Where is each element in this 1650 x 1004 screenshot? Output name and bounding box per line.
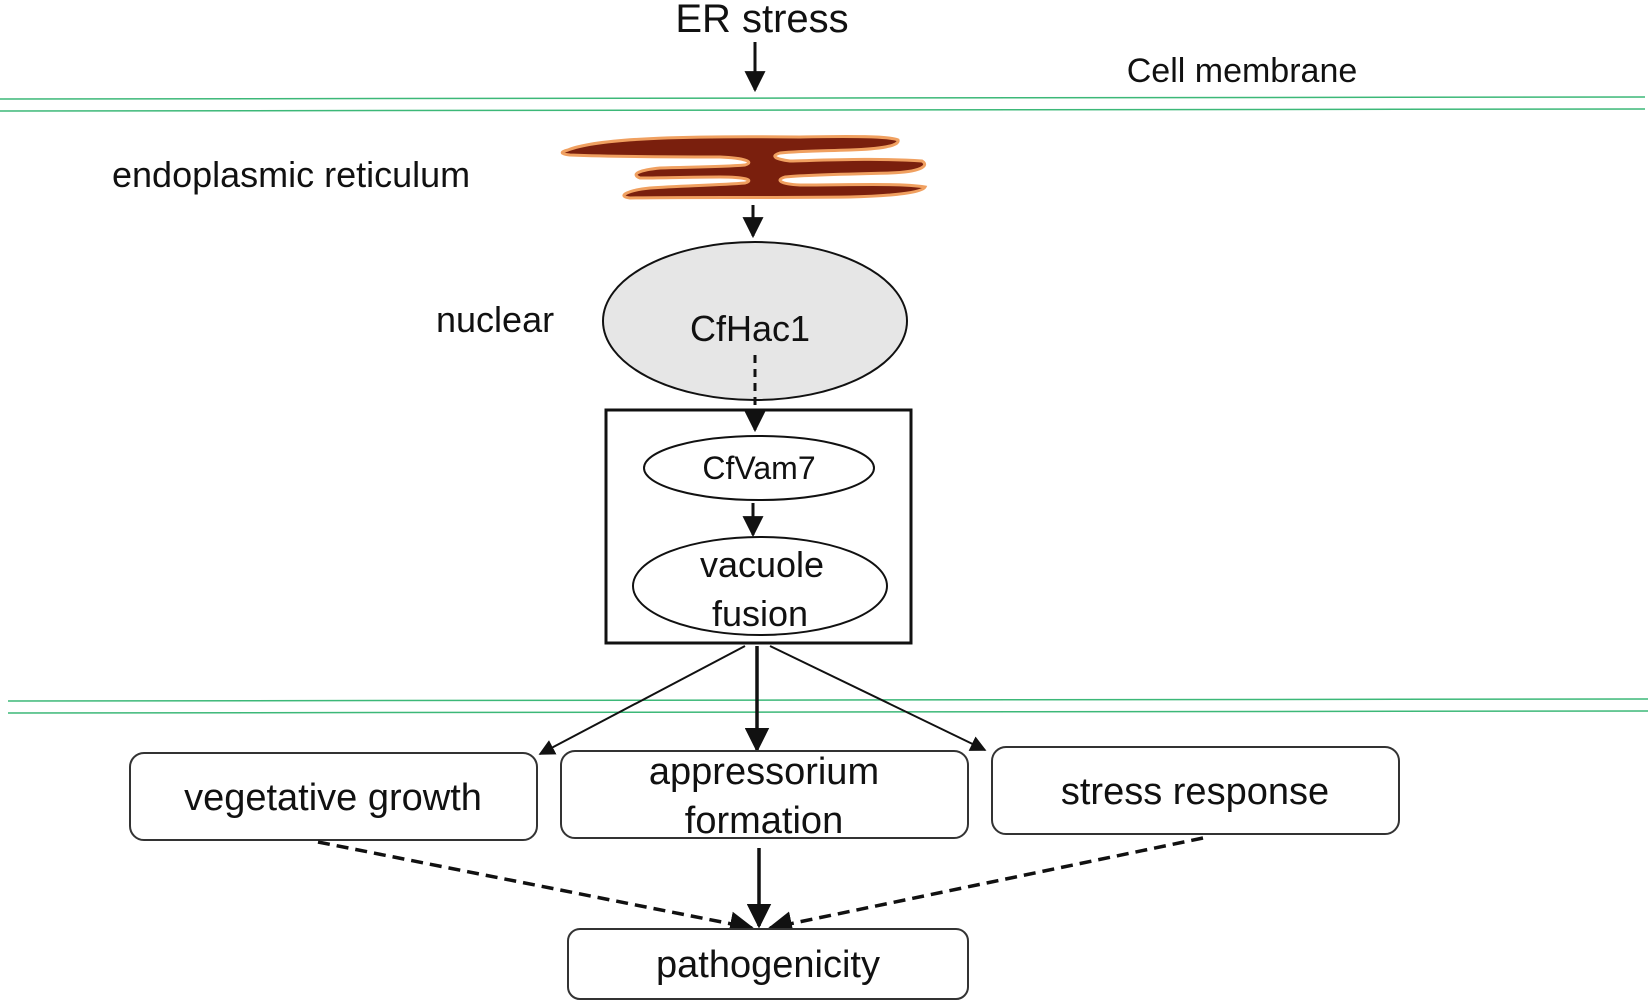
vacuole-fusion-ellipse [632, 536, 888, 636]
vacuole-module-box [604, 408, 913, 645]
endoplasmic-reticulum-label: endoplasmic reticulum [112, 154, 470, 195]
appressorium-label-line2: formation [685, 800, 843, 842]
vegetative-growth-label: vegetative growth [184, 777, 482, 819]
vegetative-growth-box [129, 752, 538, 841]
stress-response-box [991, 746, 1400, 835]
stress-response-label: stress response [1061, 771, 1329, 813]
pathogenicity-box [567, 928, 969, 1000]
appressorium-label-line1: appressorium [649, 751, 879, 793]
vacuole-fusion-label-line1: vacuole [700, 544, 824, 585]
cell-membrane-line-top [0, 96, 1646, 100]
vegetative-growth-to-pathogenicity-dashed-arrow [317, 840, 755, 936]
cfvam7-label: CfVam7 [702, 450, 815, 486]
stress-response-to-pathogenicity-dashed-arrow [767, 836, 1204, 936]
box-to-stress-response-arrow [769, 645, 987, 751]
nuclear-label: nuclear [436, 299, 554, 340]
cell-membrane-line-bottom [0, 108, 1646, 112]
cfhac1-label: CfHac1 [690, 308, 810, 349]
appressorium-formation-box [560, 750, 969, 839]
cfvam7-ellipse [643, 435, 875, 501]
cell-membrane-label: Cell membrane [1127, 52, 1358, 90]
endoplasmic-reticulum-shape [560, 134, 928, 200]
membrane-line-lower-top [7, 698, 1649, 702]
box-to-vegetative-growth-arrow [538, 645, 746, 755]
membrane-line-lower-bottom [7, 710, 1649, 714]
er-stress-label: ER stress [675, 0, 848, 41]
vacuole-fusion-label-line2: fusion [712, 593, 808, 634]
pathogenicity-label: pathogenicity [656, 944, 880, 986]
